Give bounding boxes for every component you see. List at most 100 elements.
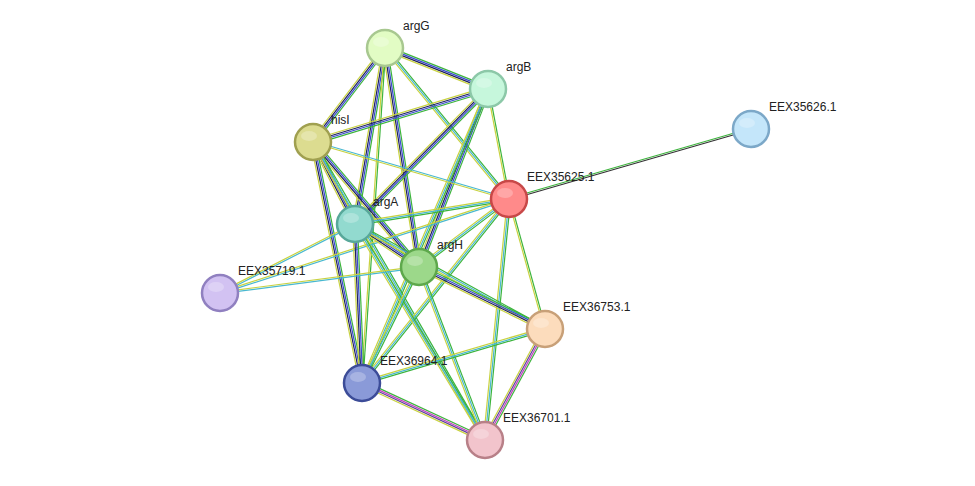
interaction-edge [485,217,509,422]
protein-node: argG [366,29,404,67]
evidence-line [396,62,497,185]
node-highlight [407,256,423,266]
protein-node: hisI [294,123,332,161]
interaction-edge [377,388,469,434]
interaction-edge [424,283,480,424]
protein-label: hisI [331,113,350,127]
evidence-line [488,217,508,422]
evidence-line [379,388,469,430]
node-shape [491,181,527,217]
evidence-line [325,155,408,253]
evidence-line [319,159,361,365]
node-circle [526,310,564,348]
node-circle [469,70,507,108]
interaction-edge [379,333,528,380]
evidence-line [389,66,417,249]
interaction-edge [526,133,734,195]
node-circle [294,123,332,161]
evidence-line [427,283,480,422]
evidence-line [395,63,496,186]
evidence-line [323,62,373,127]
protein-node: argA [336,205,374,243]
node-highlight [301,131,317,141]
interaction-edge [432,209,495,258]
protein-node: EEX35625.1 [490,180,528,218]
evidence-line [526,133,733,193]
node-shape [467,422,503,458]
evidence-line [513,217,539,312]
protein-label: EEX35719.1 [238,264,305,278]
evidence-line [515,216,541,311]
evidence-line [372,231,530,319]
evidence-line [378,391,468,433]
evidence-line [377,393,467,435]
interaction-edge [368,105,483,367]
node-circle [490,180,528,218]
evidence-line [370,234,528,322]
node-highlight [373,37,389,47]
node-highlight [343,213,359,223]
interaction-edge [322,61,376,129]
evidence-line [434,211,495,257]
evidence-line [331,97,472,140]
interaction-edge [236,231,340,285]
interaction-edge [513,216,541,312]
evidence-line [314,160,356,366]
evidence-line [363,240,474,425]
node-highlight [473,429,489,439]
evidence-line [369,106,481,367]
evidence-line [379,333,527,377]
evidence-line [436,274,530,320]
evidence-line [435,276,529,322]
evidence-line [322,61,372,126]
evidence-line [387,66,415,249]
evidence-line [237,204,492,287]
protein-label: EEX36964.1 [380,354,447,368]
evidence-line [369,282,410,366]
evidence-line [364,239,475,424]
node-shape [401,249,437,285]
interaction-edge [237,204,492,288]
evidence-line [379,334,527,378]
protein-node: argB [469,70,507,108]
protein-label: EEX36701.1 [503,411,570,425]
evidence-line [527,135,734,195]
protein-node: argH [400,248,438,286]
evidence-line [236,231,339,284]
evidence-line [324,156,407,254]
node-shape [295,124,331,160]
interaction-edge [434,273,530,323]
protein-node: EEX36964.1 [343,364,381,402]
node-highlight [497,188,513,198]
interaction-edge [330,146,492,194]
node-highlight [476,78,492,88]
evidence-line [433,210,494,256]
evidence-line [379,390,469,432]
protein-node: EEX36701.1 [466,421,504,459]
evidence-line [434,277,528,323]
evidence-line [491,107,505,182]
evidence-line [385,66,413,249]
evidence-line [316,160,358,366]
protein-node: EEX36753.1 [526,310,564,348]
protein-label: EEX36753.1 [563,300,630,314]
evidence-line [366,239,477,424]
evidence-line [485,217,505,422]
evidence-line [402,54,472,82]
interaction-edge [385,65,418,249]
node-shape [344,365,380,401]
evidence-line [326,154,409,252]
node-shape [527,311,563,347]
evidence-line [236,233,339,286]
evidence-line [371,233,529,321]
evidence-line [325,63,375,128]
node-shape [202,275,238,311]
interaction-edge [330,92,472,139]
protein-node: EEX35719.1 [201,274,239,312]
evidence-line [323,157,477,424]
protein-label: argH [437,238,463,252]
evidence-line [326,64,376,129]
evidence-line [353,242,358,365]
node-shape [367,30,403,66]
node-circle [201,274,239,312]
